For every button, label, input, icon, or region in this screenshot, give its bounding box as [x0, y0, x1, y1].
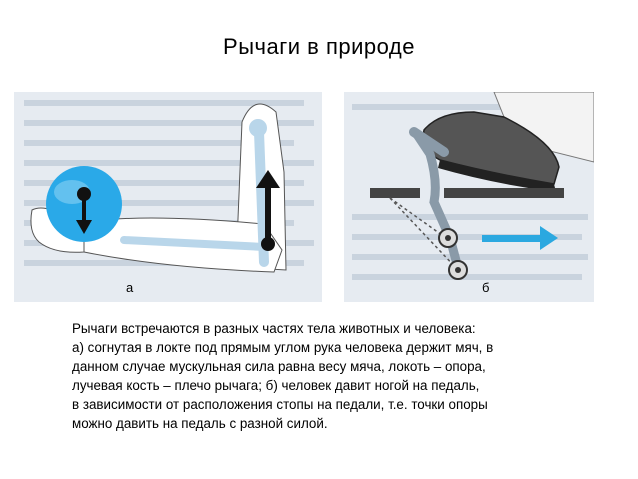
- description-line: Рычаги встречаются в разных частях тела …: [72, 321, 476, 336]
- figure-b-caption: б: [482, 280, 490, 295]
- description-line: а) согнутая в локте под прямым углом рук…: [72, 340, 494, 355]
- figure-arm-holding-ball: [14, 92, 322, 302]
- description-line: можно давить на педаль с разной силой.: [72, 416, 328, 431]
- description-text: Рычаги встречаются в разных частях тела …: [72, 319, 592, 433]
- description-line: в зависимости от расположения стопы на п…: [72, 397, 488, 412]
- slide-title: Рычаги в природе: [223, 34, 415, 59]
- description-line: лучевая кость – плечо рычага; б) человек…: [72, 378, 480, 393]
- figure-a-caption: а: [126, 280, 134, 295]
- description-line: данном случае мускульная сила равна весу…: [72, 359, 486, 374]
- figure-foot-on-pedal: [344, 92, 594, 302]
